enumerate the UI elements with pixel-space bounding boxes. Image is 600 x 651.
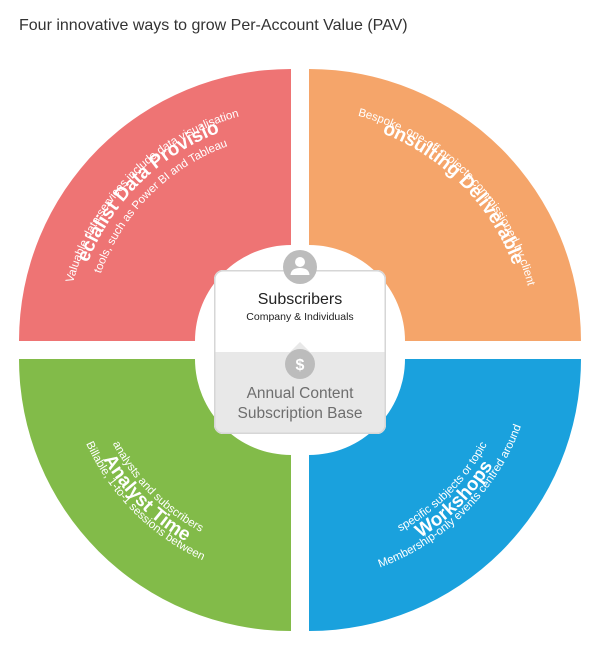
user-icon [283, 250, 317, 284]
subscription-base-line2: Subscription Base [238, 405, 363, 422]
diagram-title: Four innovative ways to grow Per-Account… [19, 17, 408, 34]
subscribers-title: Subscribers [258, 291, 342, 308]
subscription-base-line1: Annual Content [247, 385, 355, 402]
subscribers-subtitle: Company & Individuals [246, 311, 353, 323]
dollar-icon: $ [285, 349, 315, 379]
dollar-symbol: $ [296, 357, 305, 374]
